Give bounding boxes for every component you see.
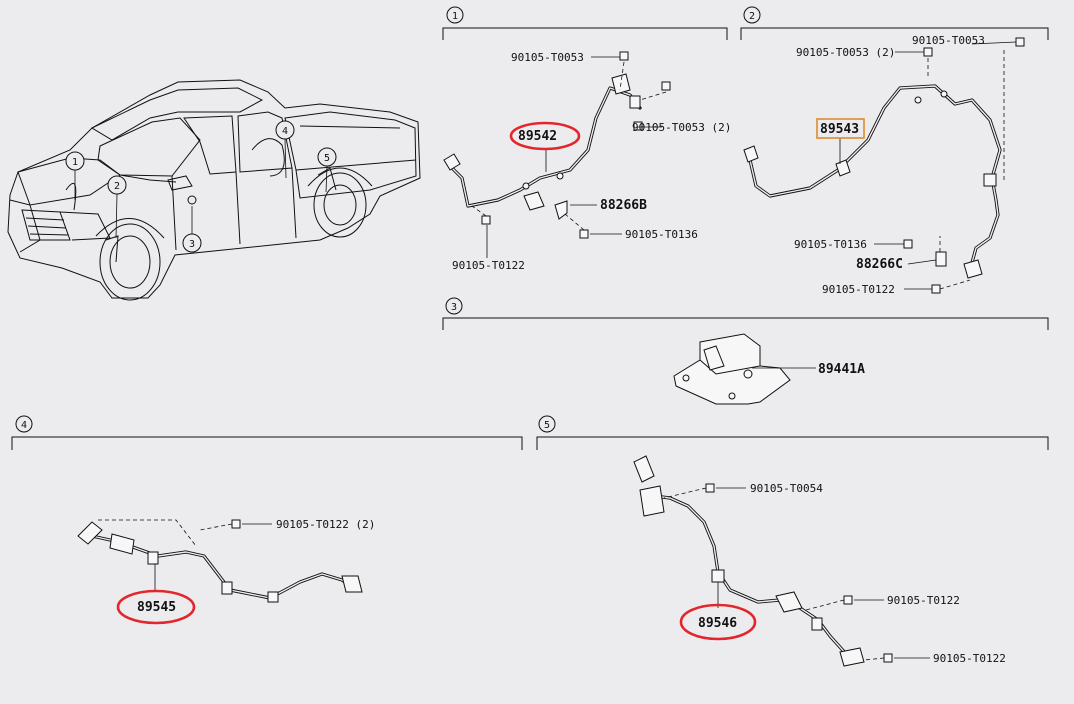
s5-main-part-label: 89546 <box>698 616 737 631</box>
s1-main-part-label: 89542 <box>518 129 557 144</box>
svg-text:2: 2 <box>114 181 120 192</box>
s4-bolt-icon <box>98 519 241 547</box>
s3-sensor-icon <box>673 333 791 405</box>
svg-text:5: 5 <box>324 153 330 164</box>
section-5: 5 90105-T0054 90105-T0122 90105-T0122 89 <box>536 415 1049 667</box>
section-1: 1 <box>442 6 731 272</box>
s1-bracket-icon <box>554 200 568 220</box>
s2-bolt-bracket-label: 90105-T0136 <box>794 238 867 251</box>
s2-bracket-label: 88266C <box>856 257 903 272</box>
s2-bolt-top-right-label: 90105-T0053 <box>912 34 985 47</box>
s1-bolt-bracket-icon <box>564 213 589 239</box>
section-1-header: 1 <box>442 6 728 40</box>
s1-bracket-label: 88266B <box>600 198 647 213</box>
s2-bracket-icon <box>935 236 947 267</box>
svg-text:4: 4 <box>282 126 288 137</box>
truck-callout-4: 4 <box>275 120 295 179</box>
s1-bolt-right-label: 90105-T0053 (2) <box>632 121 731 134</box>
s1-bolt-bracket-label: 90105-T0136 <box>625 228 698 241</box>
section-4: 4 90105-T0122 (2) 89545 <box>11 415 523 625</box>
s5-bolt-mid-label: 90105-T0122 <box>887 594 960 607</box>
s4-main-part-highlight <box>116 589 196 625</box>
truck-illustration <box>7 79 421 301</box>
section-2: 2 <box>740 6 1049 296</box>
truck-callout-3: 3 <box>182 206 202 253</box>
s5-bolt-bottom-label: 90105-T0122 <box>933 652 1006 665</box>
s1-main-part-highlight <box>509 121 581 151</box>
svg-text:5: 5 <box>544 420 550 431</box>
s5-bolt-mid-icon <box>805 595 853 611</box>
section-3-header: 3 <box>442 297 1049 330</box>
svg-text:2: 2 <box>749 11 755 22</box>
svg-text:3: 3 <box>451 302 457 313</box>
truck-callout-1: 1 <box>65 151 85 200</box>
s2-main-part-label: 89543 <box>820 122 859 137</box>
s5-bolt-bottom-icon <box>863 653 893 663</box>
section-3: 3 89441A <box>442 297 1049 405</box>
s2-bolt-bottom-label: 90105-T0122 <box>822 283 895 296</box>
s2-bolt-top-left-label: 90105-T0053 (2) <box>796 46 895 59</box>
svg-text:3: 3 <box>189 239 195 250</box>
s1-bolt-right-icon <box>633 81 671 131</box>
s2-bolt-bracket-icon <box>903 239 913 249</box>
s1-bolt-top-label: 90105-T0053 <box>511 51 584 64</box>
s5-bolt-top-icon <box>663 483 715 499</box>
s5-bolt-top-label: 90105-T0054 <box>750 482 823 495</box>
svg-text:1: 1 <box>72 157 78 168</box>
truck-callout-5: 5 <box>317 147 337 193</box>
s4-main-part-label: 89545 <box>137 600 176 615</box>
s2-main-part-highlight <box>816 118 865 139</box>
truck-callout-2: 2 <box>107 175 127 239</box>
svg-text:1: 1 <box>452 11 458 22</box>
s3-main-part-label: 89441A <box>818 362 865 377</box>
s2-bolt-top-left-icon <box>923 47 933 78</box>
section-4-header: 4 <box>11 415 523 450</box>
s2-bolt-top-right-icon <box>1003 37 1025 180</box>
section-5-header: 5 <box>536 415 1049 450</box>
s4-bolt-label: 90105-T0122 (2) <box>276 518 375 531</box>
section-2-header: 2 <box>740 6 1049 40</box>
s1-bolt-bottom-label: 90105-T0122 <box>452 259 525 272</box>
s1-bolt-bottom-icon <box>471 205 491 225</box>
s2-bolt-bottom-icon <box>931 279 971 294</box>
s5-main-part-highlight <box>679 603 757 641</box>
svg-text:4: 4 <box>21 420 27 431</box>
